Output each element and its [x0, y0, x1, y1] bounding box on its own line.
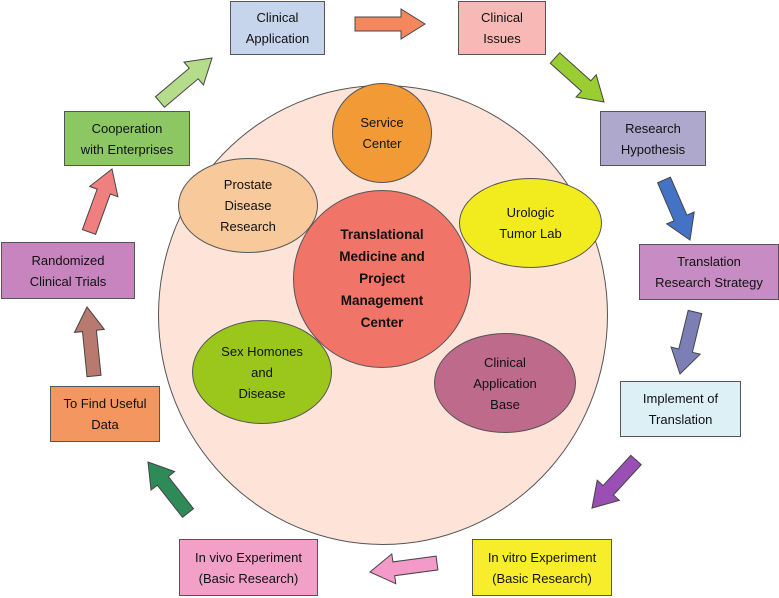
arrow-application-to-issues [354, 8, 426, 40]
arrow-strategy-to-implement [670, 309, 703, 375]
node-clinical-application: Clinical Application [230, 1, 325, 55]
node-research-hypothesis: Research Hypothesis [600, 111, 706, 166]
arrow-issues-to-hypothesis [549, 52, 605, 103]
node-in-vivo-experiment: In vivo Experiment (Basic Research) [179, 539, 318, 596]
center-node: Translational Medicine and Project Manag… [293, 190, 471, 368]
node-to-find-useful-data: To Find Useful Data [50, 386, 160, 442]
arrow-trials-to-cooperation [81, 168, 119, 236]
inner-node-prostate-disease-research: Prostate Disease Research [178, 158, 318, 253]
inner-node-urologic-tumor-lab: Urologic Tumor Lab [459, 178, 602, 268]
node-in-vitro-experiment: In vitro Experiment (Basic Research) [472, 539, 612, 596]
arrow-data-to-trials [73, 306, 106, 378]
node-cooperation-with-enterprises: Cooperation with Enterprises [64, 111, 190, 166]
inner-node-sex-homones-and-disease: Sex Homones and Disease [192, 320, 332, 424]
node-clinical-issues: Clinical Issues [458, 1, 546, 55]
arrow-in-vitro-to-in-vivo [369, 552, 439, 585]
arrow-hypothesis-to-strategy [656, 176, 695, 241]
arrow-cooperation-to-application [154, 57, 213, 109]
node-translation-research-strategy: Translation Research Strategy [639, 244, 779, 300]
arrow-in-vivo-to-data [147, 461, 195, 519]
node-implement-of-translation: Implement of Translation [620, 381, 741, 437]
inner-node-service-center: Service Center [332, 83, 432, 183]
arrow-implement-to-in-vitro [591, 454, 642, 509]
node-randomized-clinical-trials: Randomized Clinical Trials [1, 242, 135, 299]
inner-node-clinical-application-base: Clinical Application Base [434, 333, 576, 433]
